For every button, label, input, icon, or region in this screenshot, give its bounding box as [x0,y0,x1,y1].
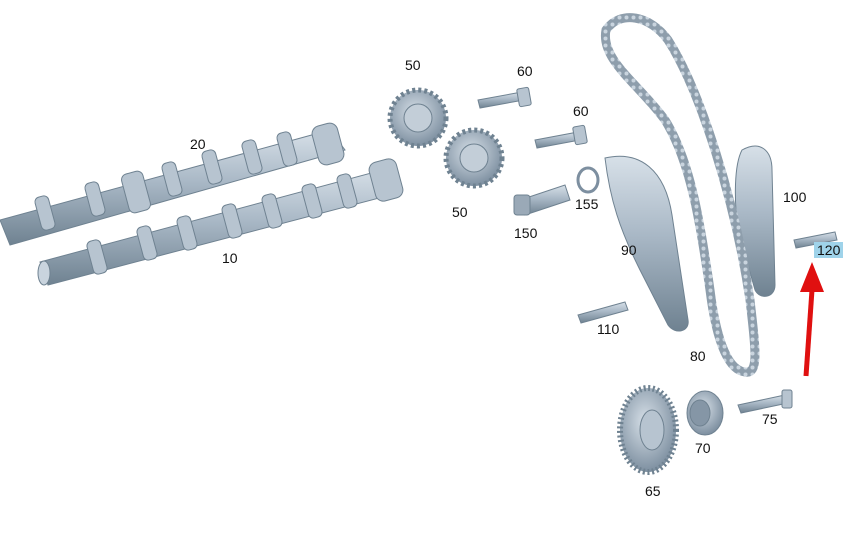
part-label-120-highlighted[interactable]: 120 [814,242,844,258]
part-label-50-upper: 50 [405,57,421,73]
part-label-150: 150 [514,225,538,241]
camshaft-20 [0,122,346,246]
bolt-60-lower [534,124,588,149]
part-label-10: 10 [222,250,238,266]
part-label-50-lower: 50 [452,204,468,220]
part-label-65: 65 [645,483,661,499]
sprocket-50-upper [387,87,449,149]
part-label-110: 110 [597,321,620,337]
part-label-75: 75 [762,411,778,427]
part-label-20: 20 [190,136,206,152]
camshaft-10 [37,158,404,286]
part-label-90: 90 [621,242,637,258]
timing-chain-80 [600,13,760,377]
hub-70 [686,390,724,436]
guide-rail-90 [604,155,689,332]
bolt-75 [737,389,793,414]
part-label-60-upper: 60 [517,63,533,79]
pin-120 [793,231,838,249]
pointer-arrow [800,262,824,377]
sealing-ring-155 [576,166,600,194]
pin-110 [577,301,629,324]
part-label-100: 100 [783,189,807,205]
part-label-70: 70 [695,440,711,456]
part-label-80: 80 [690,348,706,364]
chain-tensioner-150 [513,184,571,216]
sprocket-50-lower [443,127,505,189]
gear-65 [617,385,679,475]
tensioning-rail-100 [734,145,776,297]
part-label-155: 155 [575,196,599,212]
part-label-60-lower: 60 [573,103,589,119]
bolt-60-upper [477,86,532,109]
